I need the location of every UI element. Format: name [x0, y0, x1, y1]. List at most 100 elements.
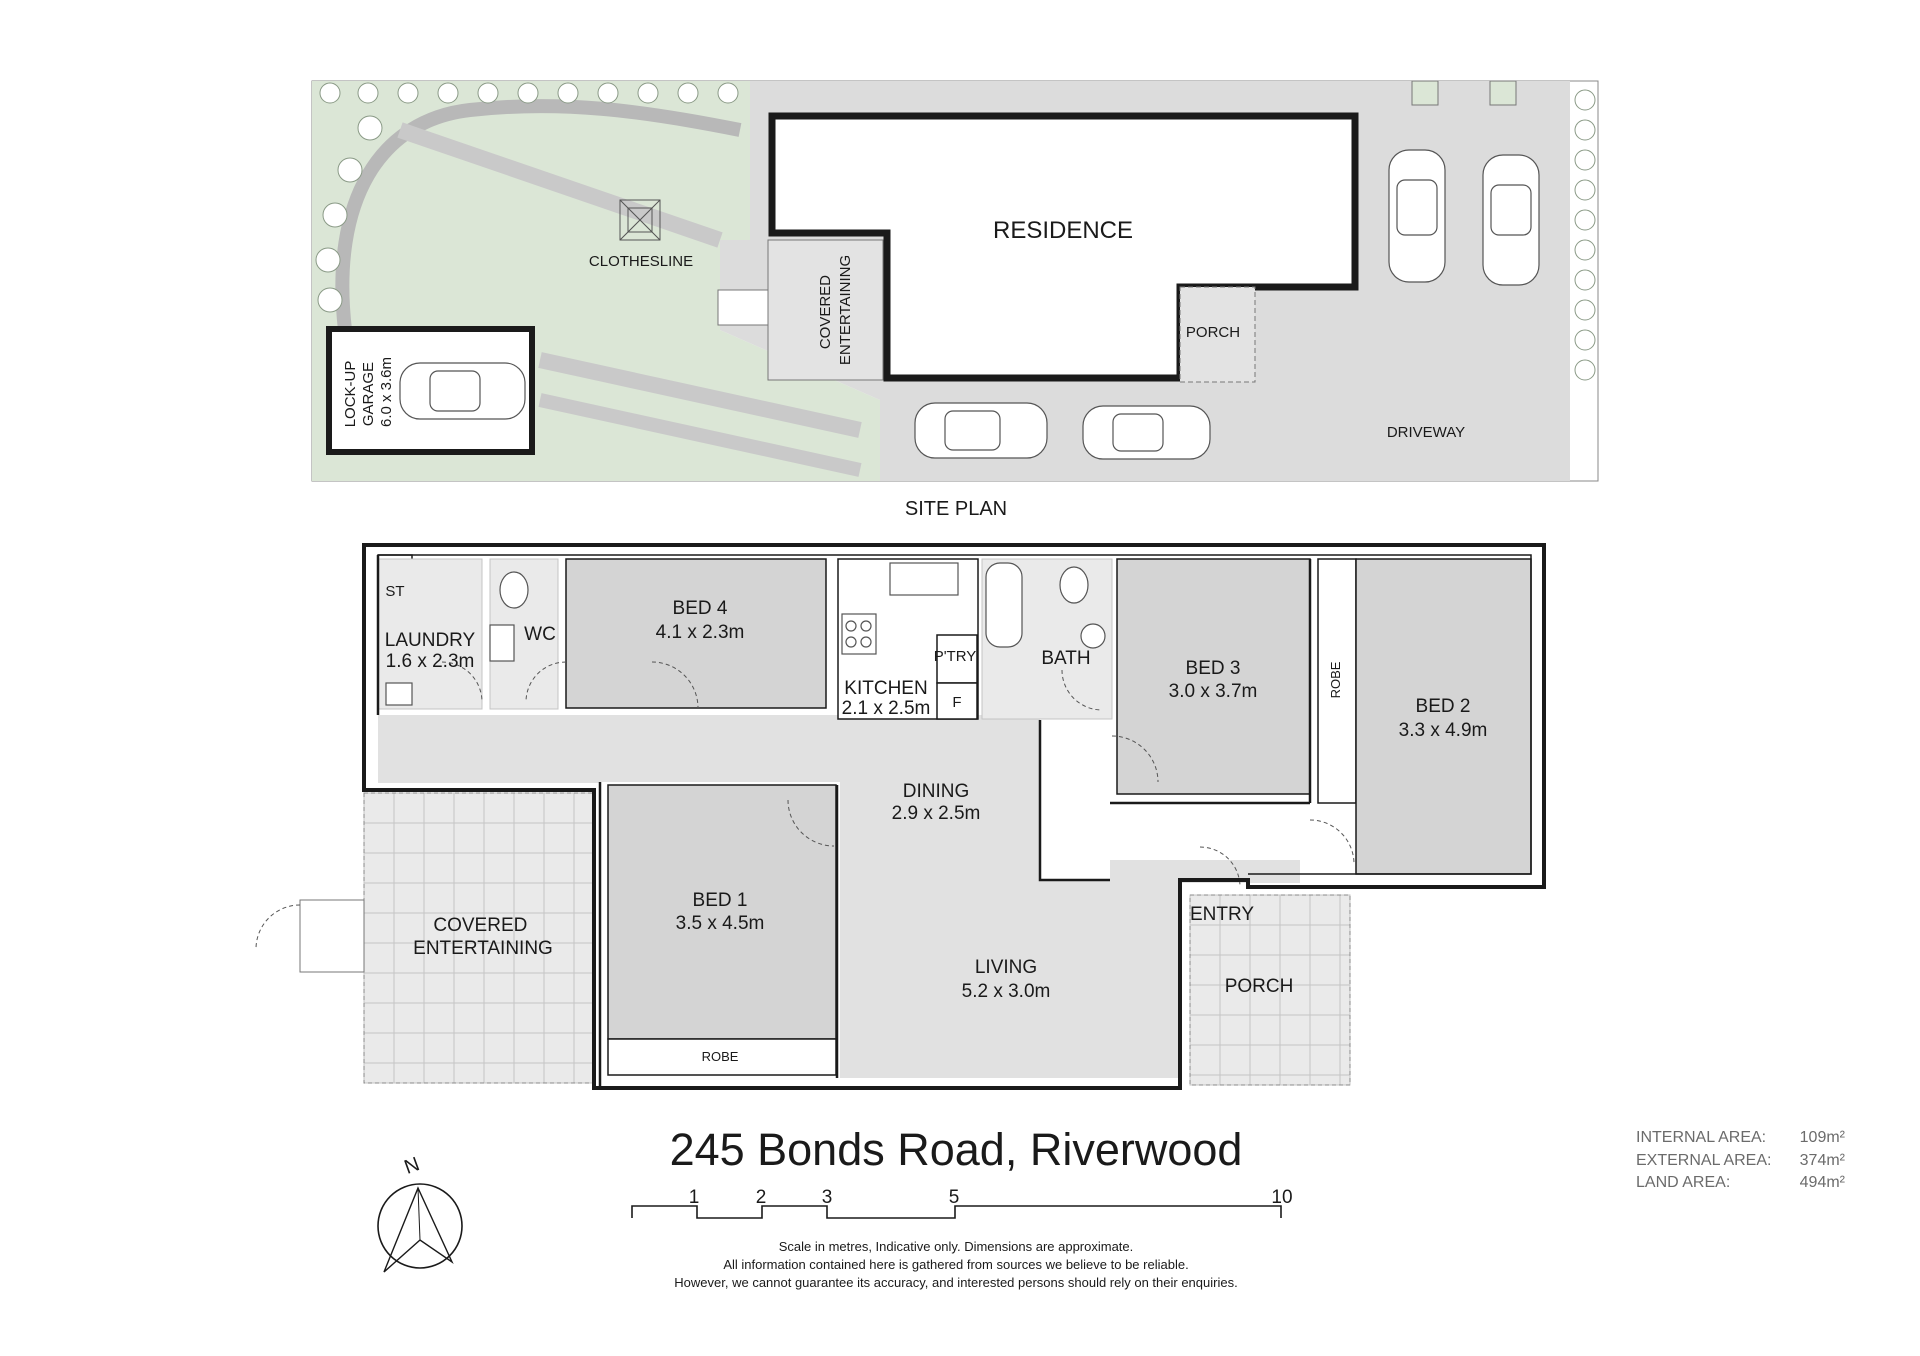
- covered-entertaining-label: COVERED ENTERTAINING: [413, 915, 553, 959]
- robe-bed2: [1317, 558, 1357, 804]
- bed4-room: [565, 558, 827, 709]
- bed2-label: BED 2: [1416, 696, 1471, 717]
- shrub: [437, 82, 459, 104]
- shrub: [1574, 209, 1596, 231]
- scale-bar-line: [631, 1205, 1282, 1219]
- porch-label: PORCH: [1225, 976, 1294, 997]
- compass-label: N: [401, 1153, 422, 1179]
- shrub: [397, 82, 419, 104]
- site-steps: [717, 289, 769, 326]
- shrub: [677, 82, 699, 104]
- scale-tick-label: 10: [1271, 1187, 1292, 1208]
- north-arrow: N: [377, 1153, 463, 1273]
- area-value: 374m²: [1800, 1152, 1846, 1169]
- disclaimer-line: However, we cannot guarantee its accurac…: [674, 1275, 1237, 1290]
- lawn-path-1: [397, 122, 723, 248]
- shrub: [1574, 239, 1596, 261]
- disclaimer-line: All information contained here is gather…: [723, 1257, 1188, 1272]
- car: [1482, 154, 1540, 286]
- hallway: [378, 715, 1300, 1078]
- bed4-label: BED 4: [673, 598, 728, 619]
- car: [914, 402, 1048, 459]
- shrub: [337, 157, 363, 183]
- shrub: [1574, 179, 1596, 201]
- area-value: 494m²: [1800, 1174, 1846, 1191]
- living-label: LIVING: [975, 957, 1037, 978]
- clothesline-symbol: [619, 199, 661, 241]
- bed1-room: [607, 784, 837, 1040]
- car: [1388, 149, 1446, 283]
- shrub: [1574, 119, 1596, 141]
- bed1-label: BED 1: [693, 890, 748, 911]
- shrub: [322, 202, 348, 228]
- garden-path: [335, 99, 742, 331]
- shrub: [597, 82, 619, 104]
- garage-label: LOCK-UP GARAGE 6.0 x 3.6m: [342, 357, 395, 428]
- robe-bed1-label: ROBE: [702, 1049, 739, 1064]
- scale-tick-label: 3: [822, 1187, 833, 1208]
- site-covered-entertaining-label: COVERED ENTERTAINING: [817, 255, 854, 365]
- shrub: [477, 82, 499, 104]
- site-porch: [1179, 286, 1256, 383]
- shrub: [1574, 359, 1596, 381]
- wc-label: WC: [524, 624, 556, 645]
- scale-tick-label: 5: [949, 1187, 960, 1208]
- bed2-room: [1355, 558, 1532, 875]
- outer-wall: [362, 543, 1546, 1090]
- shrub: [315, 247, 341, 273]
- bed3-dims: 3.0 x 3.7m: [1169, 681, 1258, 702]
- pantry-label: P'TRY: [934, 648, 977, 665]
- outer-wall-inner: [378, 554, 1532, 875]
- disclaimer-line: Scale in metres, Indicative only. Dimens…: [779, 1239, 1134, 1254]
- bed4-dims: 4.1 x 2.3m: [656, 622, 745, 643]
- laundry-dims: 1.6 x 2.3m: [386, 651, 475, 672]
- shrub: [1574, 329, 1596, 351]
- planter: [1411, 80, 1439, 106]
- shrub: [317, 287, 343, 313]
- robe-bed2-label: ROBE: [1328, 661, 1343, 698]
- car: [399, 362, 526, 420]
- disclaimer: Scale in metres, Indicative only. Dimens…: [674, 1239, 1237, 1290]
- fixtures: [385, 562, 1106, 706]
- area-summary: INTERNAL AREA: 109m² EXTERNAL AREA: 374m…: [1636, 1129, 1846, 1191]
- bed1-dims: 3.5 x 4.5m: [676, 913, 765, 934]
- lawn-path-3: [538, 393, 862, 477]
- laundry-label: LAUNDRY: [385, 630, 476, 651]
- site-plan-title: SITE PLAN: [905, 498, 1007, 520]
- area-label: EXTERNAL AREA:: [1636, 1152, 1771, 1169]
- fridge-label: F: [952, 694, 961, 711]
- scale-bar: 1 2 3 5 10: [631, 1187, 1293, 1219]
- scale-tick-label: 2: [756, 1187, 767, 1208]
- address-title: 245 Bonds Road, Riverwood: [670, 1124, 1243, 1175]
- living-dims: 5.2 x 3.0m: [962, 981, 1051, 1002]
- shrub: [557, 82, 579, 104]
- fridge: [936, 682, 978, 720]
- shrub: [517, 82, 539, 104]
- bed3-label: BED 3: [1186, 658, 1241, 679]
- site-clothesline-label: CLOTHESLINE: [589, 253, 693, 270]
- shrub: [1574, 89, 1596, 111]
- shrub: [319, 82, 341, 104]
- planter: [1489, 80, 1517, 106]
- driveway-label: DRIVEWAY: [1387, 424, 1465, 441]
- residence-label: RESIDENCE: [993, 217, 1133, 244]
- shrub: [717, 82, 739, 104]
- site-plan: CLOTHESLINE COVERED ENTERTAINING RESIDEN…: [311, 80, 1599, 482]
- shrub: [1574, 299, 1596, 321]
- shrub: [357, 82, 379, 104]
- lawn-path-2: [538, 352, 862, 438]
- shrub: [1574, 269, 1596, 291]
- bed2-dims: 3.3 x 4.9m: [1399, 720, 1488, 741]
- kitchen-dims: 2.1 x 2.5m: [842, 698, 931, 719]
- site-covered-entertaining: [767, 239, 884, 381]
- compass-ring: [377, 1183, 463, 1269]
- floor-plan: ST LAUNDRY 1.6 x 2.3m WC BED 4 4.1 x 2.3…: [255, 543, 1546, 1090]
- st-label: ST: [385, 583, 404, 600]
- robe-bed1: [607, 1038, 837, 1076]
- bath-label: BATH: [1041, 648, 1090, 669]
- entry-label: ENTRY: [1190, 904, 1254, 925]
- shrub: [357, 115, 383, 141]
- car: [1082, 405, 1211, 460]
- area-value: 109m²: [1800, 1129, 1846, 1146]
